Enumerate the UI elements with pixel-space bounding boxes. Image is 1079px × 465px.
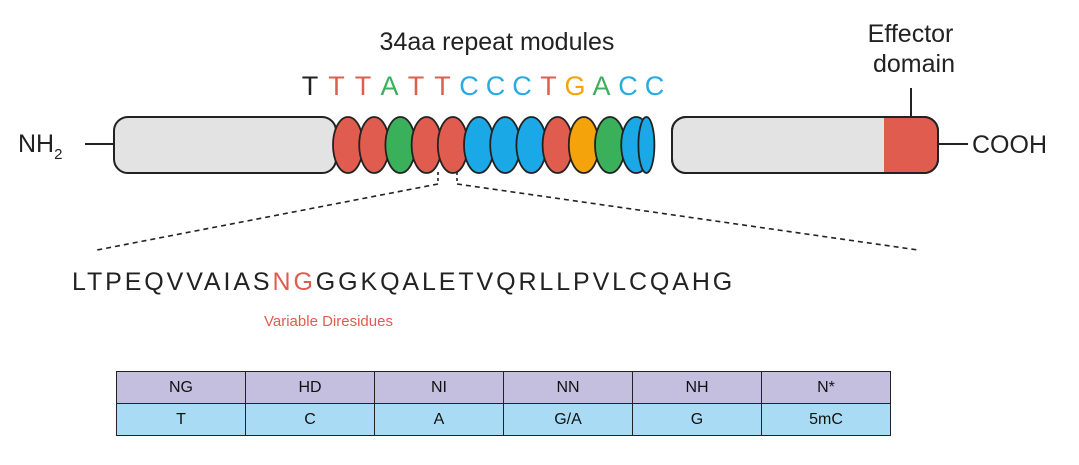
dna-base-letter: T bbox=[328, 71, 345, 101]
dna-base-letter: T bbox=[540, 71, 557, 101]
zoom-line-right bbox=[456, 183, 919, 251]
table-cell: G/A bbox=[503, 403, 633, 436]
table-cell: T bbox=[116, 403, 246, 436]
effector-domain-label: Effector domain bbox=[868, 20, 961, 78]
table-cell: NG bbox=[116, 371, 246, 404]
repeat-module bbox=[637, 116, 656, 174]
variable-diresidue: NG bbox=[272, 268, 315, 296]
table-cell: C bbox=[245, 403, 375, 436]
diagram-title: 34aa repeat modules bbox=[380, 28, 615, 56]
table-cell: N* bbox=[761, 371, 891, 404]
dna-base-letter: T bbox=[434, 71, 451, 101]
table-cell: 5mC bbox=[761, 403, 891, 436]
variable-diresidues-label: Variable Diresidues bbox=[264, 313, 393, 330]
dna-base-letter: C bbox=[645, 71, 665, 101]
c-terminus-label: COOH bbox=[972, 131, 1047, 159]
dna-base-letter: A bbox=[380, 71, 398, 101]
dna-base-letter: C bbox=[618, 71, 638, 101]
effector-domain bbox=[884, 118, 937, 172]
n-terminal-region bbox=[113, 116, 337, 174]
dna-base-letter: A bbox=[592, 71, 610, 101]
rvd-code-table: NG HD NI NN NH N* T C A G/A G 5mC bbox=[116, 371, 891, 436]
sequence-suffix: GGKQALETVQRLLPVLCQAHG bbox=[316, 268, 735, 296]
dna-base-letter: G bbox=[564, 71, 585, 101]
dna-base-letter: T bbox=[408, 71, 425, 101]
table-cell: NI bbox=[374, 371, 504, 404]
dna-base-letter: T bbox=[302, 71, 319, 101]
dna-base-letter: C bbox=[486, 71, 506, 101]
effector-label-line1: Effector bbox=[868, 20, 954, 48]
n-terminus-label: NH2 bbox=[18, 130, 62, 163]
table-cell: HD bbox=[245, 371, 375, 404]
diresidue-row: NG HD NI NN NH N* bbox=[116, 371, 891, 404]
table-cell: NH bbox=[632, 371, 762, 404]
dna-base-letter: C bbox=[459, 71, 479, 101]
zoom-line-left bbox=[96, 183, 439, 251]
table-cell: A bbox=[374, 403, 504, 436]
base-row: T C A G/A G 5mC bbox=[116, 403, 891, 436]
table-cell: G bbox=[632, 403, 762, 436]
repeat-amino-acid-sequence: LTPEQVVAIASNGGGKQALETVQRLLPVLCQAHG bbox=[72, 268, 735, 296]
repeat-modules bbox=[332, 116, 656, 174]
dna-base-letter: T bbox=[355, 71, 372, 101]
effector-label-line2: domain bbox=[873, 50, 955, 78]
dna-base-letter: C bbox=[512, 71, 532, 101]
sequence-prefix: LTPEQVVAIAS bbox=[72, 268, 272, 296]
table-cell: NN bbox=[503, 371, 633, 404]
